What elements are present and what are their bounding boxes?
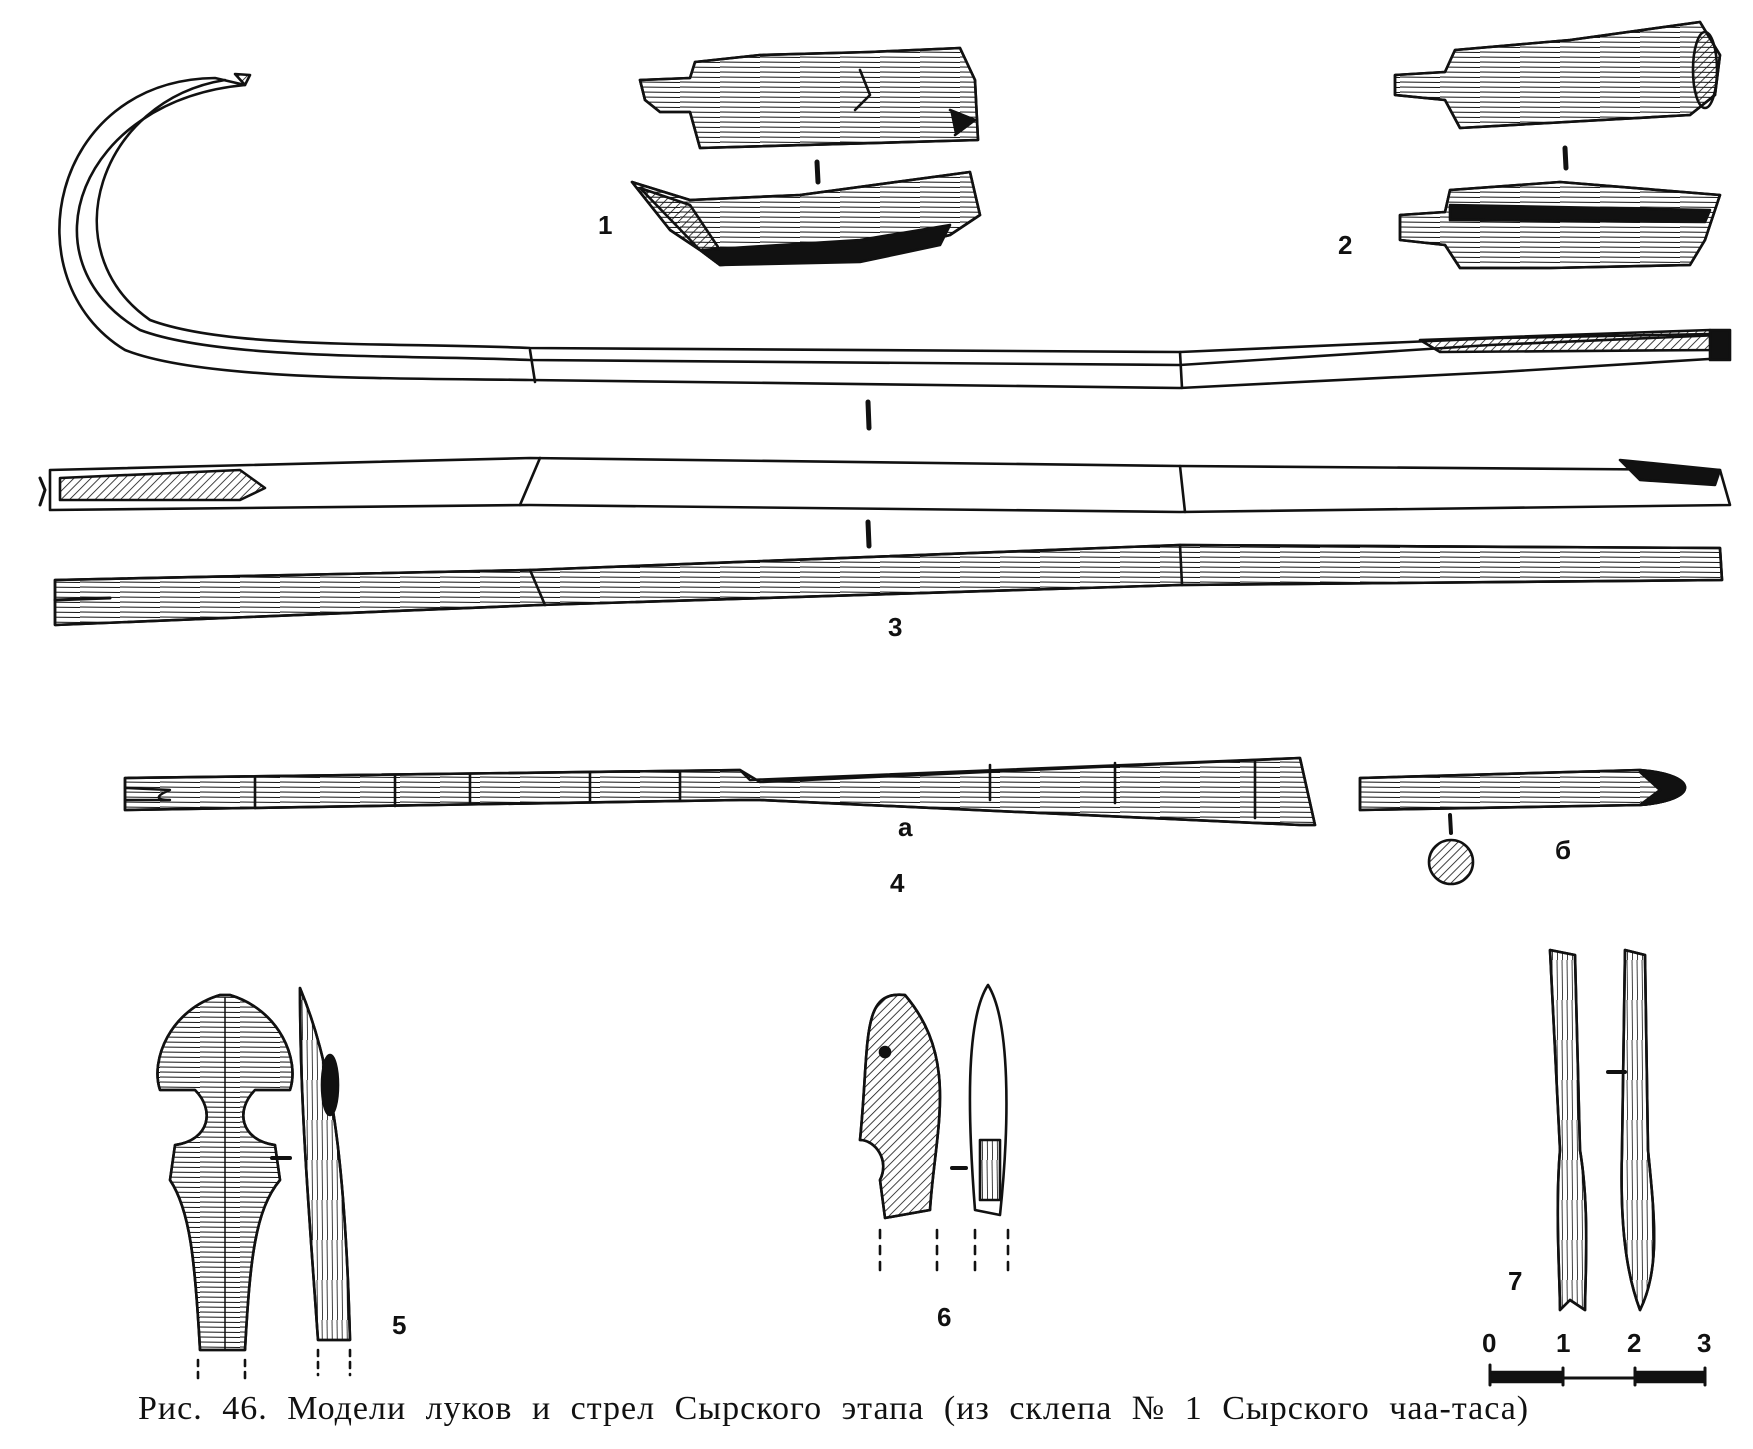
bow-front-view: [38, 456, 1732, 514]
figure-label-3: 3: [888, 612, 903, 642]
scale-tick-2: 2: [1627, 1328, 1642, 1358]
figure-label-4a: а: [898, 812, 913, 842]
arrow-fragment-4b: [1358, 768, 1687, 886]
figure-label-4b: б: [1555, 835, 1572, 865]
arrowhead-6: [858, 983, 1010, 1277]
figure-label-7: 7: [1508, 1266, 1523, 1296]
bow-tip-fragment-2: [1393, 20, 1722, 270]
figure-label-5: 5: [392, 1310, 407, 1340]
scale-tick-3: 3: [1697, 1328, 1712, 1358]
scale-tick-0: 0: [1482, 1328, 1497, 1358]
figure-caption: Рис. 46. Модели луков и стрел Сырского э…: [138, 1390, 1530, 1427]
arrow-shafts-7: [1548, 948, 1656, 1312]
bow-side-view: [53, 543, 1724, 627]
bow-tip-fragment-1: [630, 46, 982, 267]
arrowhead-5: [156, 986, 352, 1382]
figure-label-1: 1: [598, 210, 613, 240]
recurved-bow-side-view: [58, 72, 1732, 390]
scale-bar: [1488, 1363, 1707, 1387]
arrow-shaft-4a: [123, 756, 1317, 827]
figure-label-4: 4: [890, 868, 905, 898]
figure-label-6: 6: [937, 1302, 952, 1332]
figure-label-2: 2: [1338, 230, 1353, 260]
scale-tick-1: 1: [1556, 1328, 1571, 1358]
